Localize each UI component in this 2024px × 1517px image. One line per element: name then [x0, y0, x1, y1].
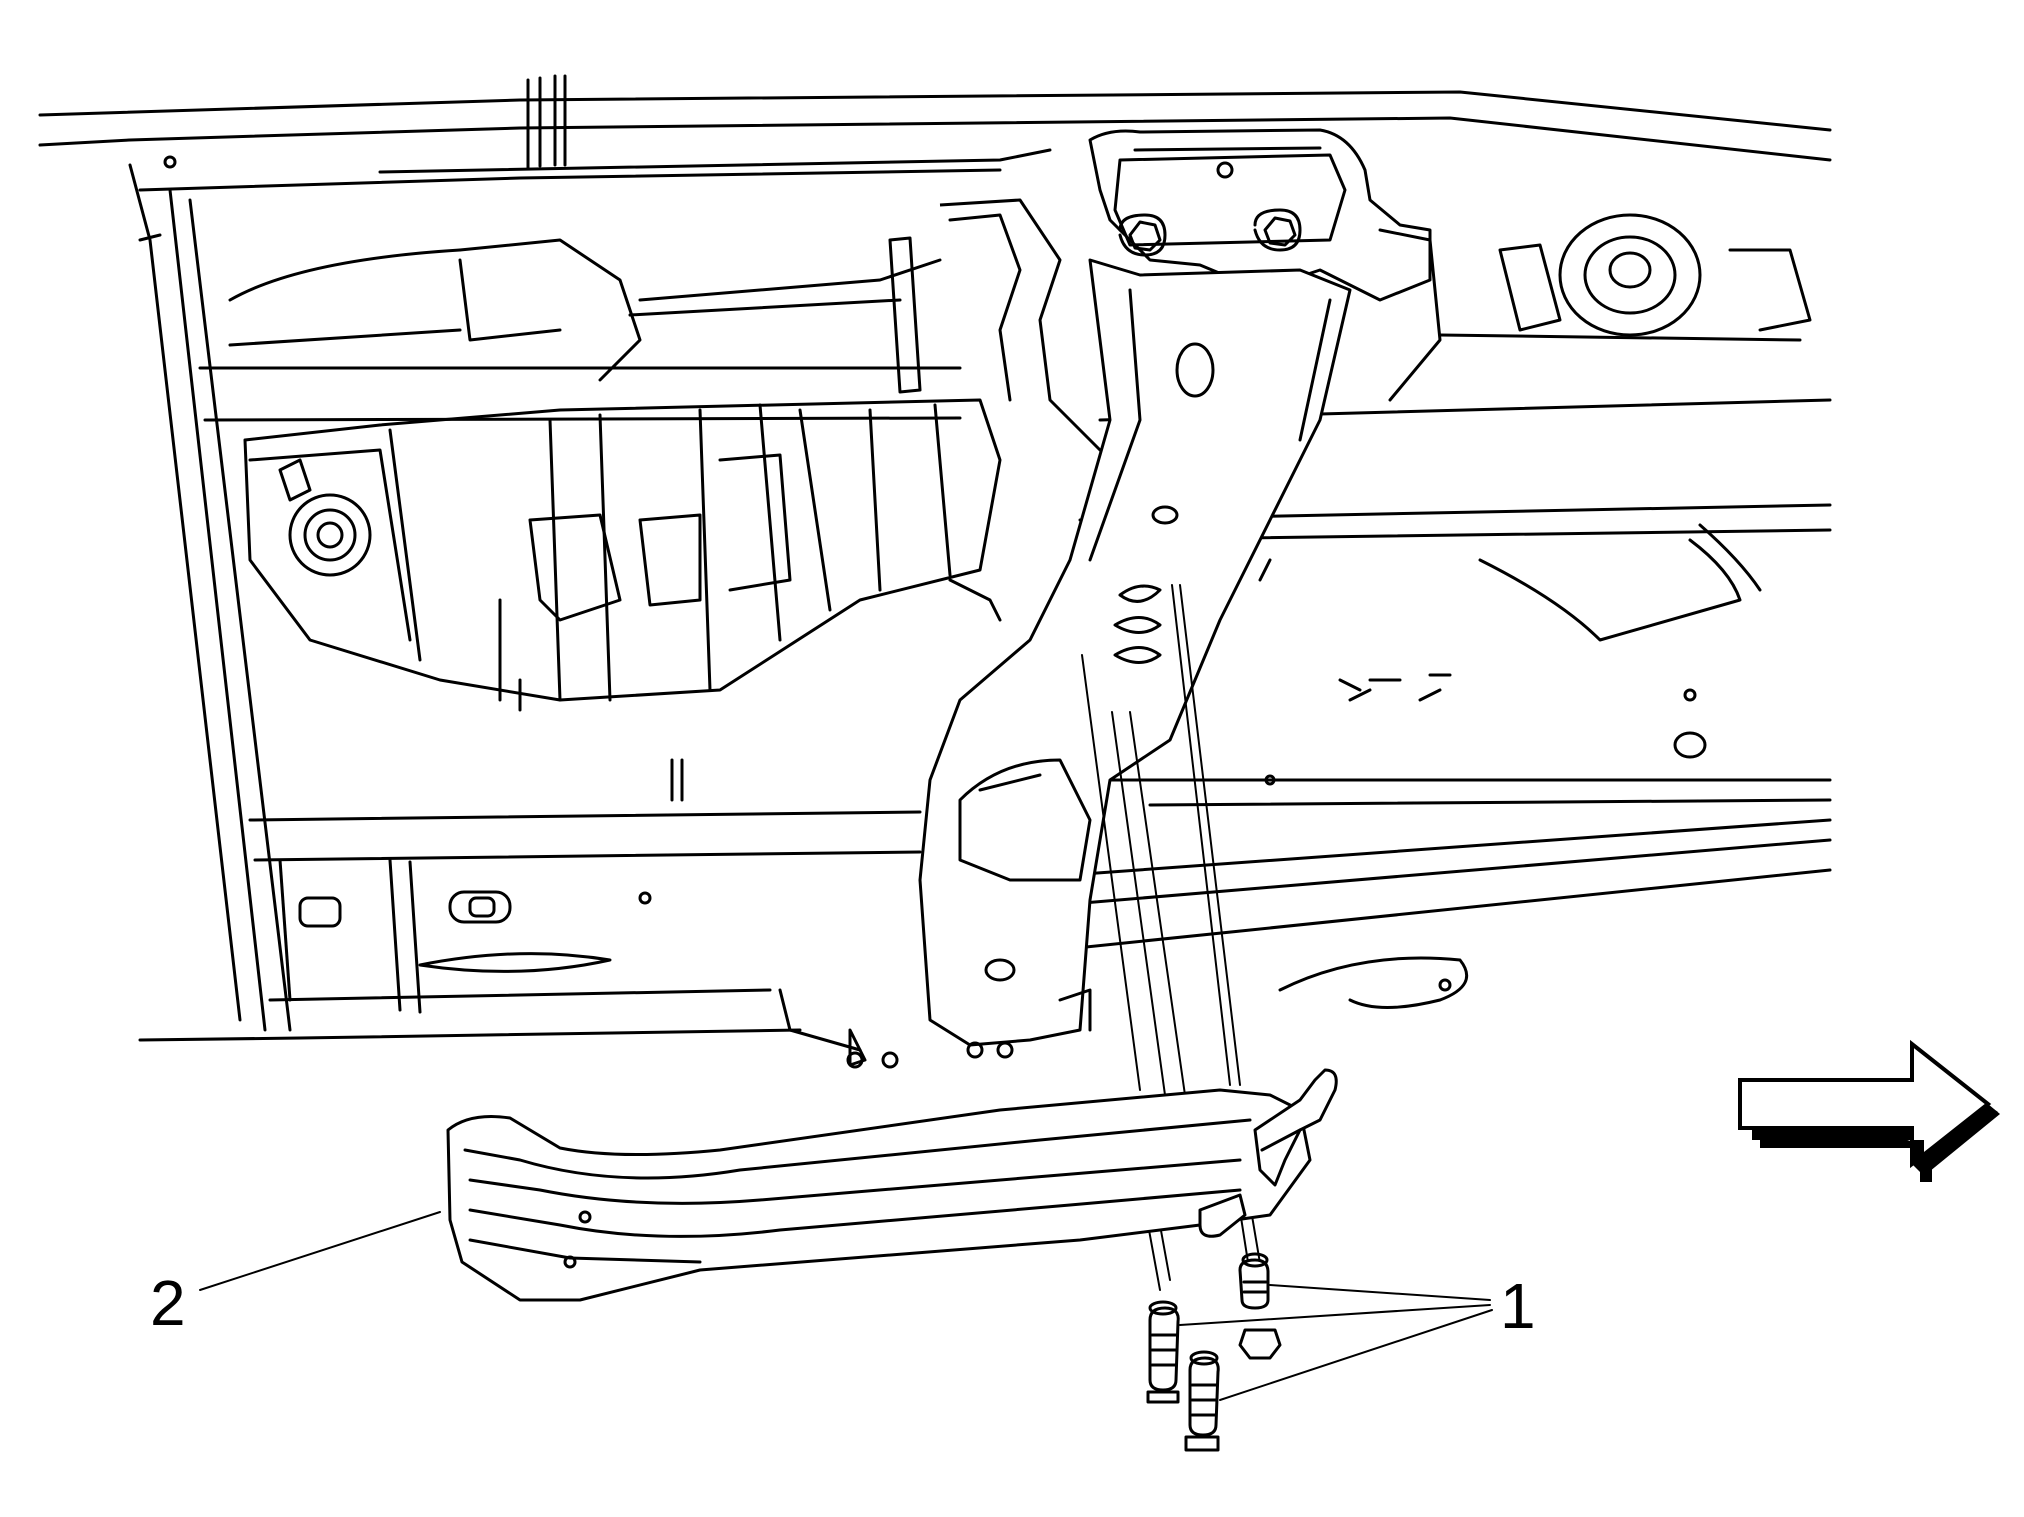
- bolts: [1146, 1252, 1282, 1452]
- transfer-case: [228, 236, 1002, 712]
- callout-label-1: 1: [1500, 1270, 1536, 1342]
- callout-label-2: 2: [150, 1267, 186, 1339]
- leader-lines: [199, 1211, 1493, 1401]
- front-arrow-icon: [1738, 1039, 2000, 1182]
- vehicle-frame: [38, 74, 1832, 1042]
- bolt-upper-right: [1238, 1252, 1270, 1310]
- crossmember-bracket: [778, 128, 1442, 1069]
- skid-plate: [446, 1068, 1338, 1302]
- bolt-lower: [1184, 1350, 1220, 1452]
- nut-under-plate: [1238, 1328, 1282, 1360]
- bolt-middle: [1146, 1300, 1180, 1404]
